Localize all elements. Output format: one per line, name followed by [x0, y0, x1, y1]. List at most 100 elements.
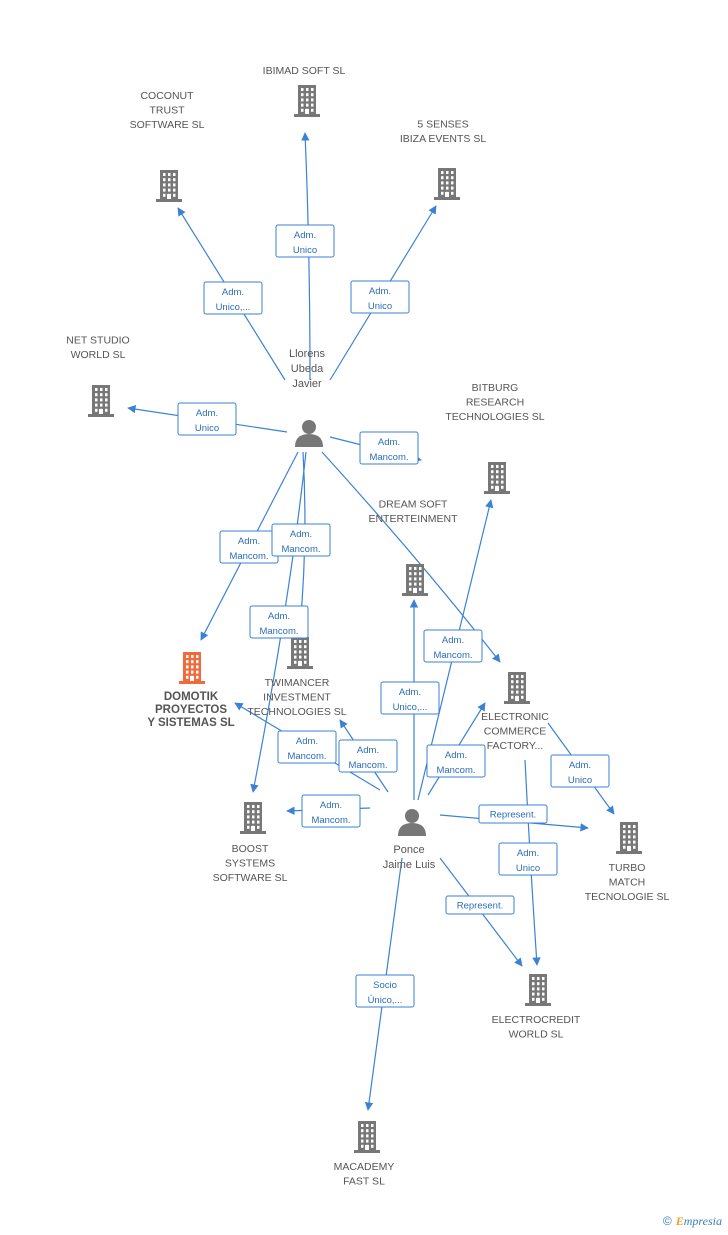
relation-label-text: Adm.Unico — [368, 286, 392, 312]
person-icon[interactable] — [398, 809, 426, 836]
company-name-electronic: ELECTRONIC COMMERCE FACTORY... — [481, 711, 549, 752]
company-name-electrocredit-line: ELECTROCREDIT — [492, 1014, 581, 1026]
relation-label[interactable]: Represent. — [478, 804, 548, 824]
building-icon[interactable] — [240, 802, 266, 834]
company-name-netstudio-line: WORLD SL — [71, 349, 126, 361]
relation-label-line: Adm. — [357, 745, 379, 756]
company-name-ibimad-line: IBIMAD SOFT SL — [263, 65, 346, 77]
relation-label[interactable]: Adm. Mancom. — [301, 794, 361, 828]
building-icon[interactable] — [179, 652, 205, 684]
building-icon[interactable] — [287, 637, 313, 669]
relation-label[interactable]: Adm. Mancom. — [338, 739, 398, 773]
relation-label-line: Adm. — [290, 529, 312, 540]
relation-label-line: Represent. — [490, 810, 536, 821]
relation-label-text: Adm.Mancom. — [433, 635, 472, 661]
relation-label-line: Adm. — [445, 750, 467, 761]
relation-label[interactable]: Adm.Mancom. — [277, 730, 337, 764]
company-name-electronic-line: FACTORY... — [487, 740, 544, 752]
relation-label-line: Adm. — [196, 408, 218, 419]
brand-initial: E — [675, 1214, 684, 1228]
empresia-watermark[interactable]: ©Empresia — [663, 1214, 722, 1229]
relation-label-line: Mancom. — [311, 815, 350, 826]
relation-label-line: Adm. — [569, 760, 591, 771]
relation-label[interactable]: Adm.Mancom. — [271, 523, 331, 557]
relation-label-text: Adm.Unico,... — [393, 687, 428, 713]
relation-label[interactable]: Adm.Mancom. — [219, 530, 279, 564]
company-name-domotik-line: Y SISTEMAS SL — [147, 717, 234, 729]
company-name-boost-line: BOOST — [232, 843, 269, 855]
building-icon[interactable] — [616, 822, 642, 854]
building-icon[interactable] — [88, 385, 114, 417]
company-name-turbo-line: TECNOLOGIE SL — [585, 891, 670, 903]
relation-label[interactable]: Adm.Unico — [350, 280, 410, 314]
relation-label-text: Adm.Mancom. — [281, 529, 320, 555]
relation-label-line: Adm. — [517, 848, 539, 859]
copyright-symbol: © — [662, 1214, 672, 1228]
edges-layer — [127, 132, 615, 1111]
company-name-electronic-line: ELECTRONIC — [481, 711, 549, 723]
relation-label[interactable]: Adm.Mancom. — [359, 431, 419, 465]
relation-label-line: Mancom. — [348, 760, 387, 771]
company-name-boost-line: SOFTWARE SL — [213, 872, 288, 884]
company-name-dreamsoft-line: ENTERTEINMENT — [368, 513, 458, 525]
relation-label[interactable]: Adm. Unico — [550, 754, 610, 788]
company-name-domotik-line: DOMOTIK — [164, 691, 219, 703]
relation-label[interactable]: Adm.Unico — [275, 224, 335, 258]
relation-label[interactable]: Adm.Mancom. — [423, 629, 483, 663]
relation-label-line: Unico — [293, 245, 317, 256]
relation-label-text: Adm.Mancom. — [259, 611, 298, 637]
building-icon[interactable] — [525, 974, 551, 1006]
company-name-electrocredit-line: WORLD SL — [509, 1029, 564, 1041]
company-name-electrocredit: ELECTROCREDIT WORLD SL — [492, 1014, 581, 1041]
relation-label-line: Unico — [516, 863, 540, 874]
relation-label[interactable]: Adm.Mancom. — [426, 744, 486, 778]
person-name-ponce-line: Jaime Luis — [383, 859, 436, 871]
building-icon[interactable] — [294, 85, 320, 117]
company-name-macademy-line: MACADEMY — [334, 1161, 395, 1173]
relation-label-text: Adm.Unico — [293, 230, 317, 256]
company-name-fivesenses-line: 5 SENSES — [417, 119, 468, 131]
company-name-bitburg-line: RESEARCH — [466, 397, 524, 409]
building-icon[interactable] — [156, 170, 182, 202]
building-icon[interactable] — [484, 462, 510, 494]
company-name-electronic-line: COMMERCE — [484, 726, 546, 738]
person-name-llorens-line: Ubeda — [291, 363, 324, 375]
relation-label-text: Represent. — [490, 810, 536, 821]
relation-label[interactable]: Adm. Unico — [177, 402, 237, 436]
relation-label-line: Mancom. — [369, 452, 408, 463]
person-icon[interactable] — [295, 420, 323, 447]
person-name-ponce-line: Ponce — [393, 844, 424, 856]
relation-label[interactable]: Adm. Unico — [498, 842, 558, 876]
relation-label[interactable]: Adm.Unico,... — [380, 681, 440, 715]
building-icon[interactable] — [504, 672, 530, 704]
relation-label-line: Adm. — [320, 800, 342, 811]
relation-label-line: Represent. — [457, 901, 503, 912]
relation-label[interactable]: Adm.Mancom. — [249, 605, 309, 639]
relation-label-line: Unico — [568, 775, 592, 786]
building-icon[interactable] — [354, 1121, 380, 1153]
building-icon[interactable] — [402, 564, 428, 596]
company-name-twimancer-line: TECHNOLOGIES SL — [247, 706, 346, 718]
company-name-ibimad: IBIMAD SOFT SL — [263, 65, 346, 77]
company-name-twimancer-line: INVESTMENT — [263, 692, 331, 704]
relation-label-line: Unico — [195, 423, 219, 434]
relation-label-line: Adm. — [296, 736, 318, 747]
person-name-llorens-line: Llorens — [289, 348, 326, 360]
relation-label[interactable]: Represent. — [445, 895, 515, 915]
relation-label[interactable]: Adm.Unico,... — [203, 281, 263, 315]
company-name-boost-line: SYSTEMS — [225, 858, 275, 870]
relation-label-line: Adm. — [442, 635, 464, 646]
building-icon[interactable] — [434, 168, 460, 200]
company-name-bitburg-line: TECHNOLOGIES SL — [445, 411, 544, 423]
